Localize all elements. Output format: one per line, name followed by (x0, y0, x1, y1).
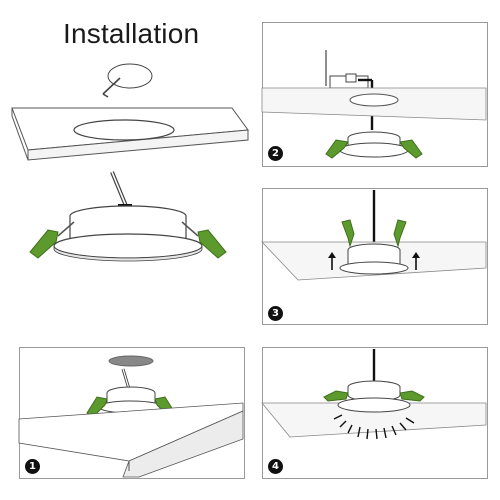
cutter-disc (107, 63, 153, 89)
spring-clip-right (181, 221, 227, 259)
cutter-handle (102, 77, 121, 95)
page-title: Installation (63, 18, 200, 49)
step-3-badge: 3 (268, 306, 283, 321)
step-2-illustration (261, 50, 487, 159)
spring-clip-left (323, 390, 349, 402)
overview-illustration (11, 63, 249, 262)
spring-clip-left (325, 139, 349, 159)
step-4-badge: 4 (268, 459, 283, 474)
ceiling-hole (73, 119, 175, 141)
step-4-illustration (261, 349, 487, 440)
spring-clip-left (29, 221, 75, 259)
step-3-illustration (261, 190, 487, 281)
cut-out-disc (108, 355, 154, 367)
push-up-arrow-left (328, 252, 336, 270)
spring-clip-left (341, 219, 355, 248)
step-2-badge: 2 (268, 146, 283, 161)
push-up-arrow-right (412, 252, 420, 270)
step-1-badge: 1 (25, 459, 40, 474)
spring-clip-right (393, 219, 407, 248)
spring-clip-right (399, 139, 423, 159)
light-rays (333, 414, 415, 440)
spring-clip-right (399, 390, 425, 402)
ceiling-slab (261, 402, 487, 438)
step-1-illustration (18, 355, 244, 478)
